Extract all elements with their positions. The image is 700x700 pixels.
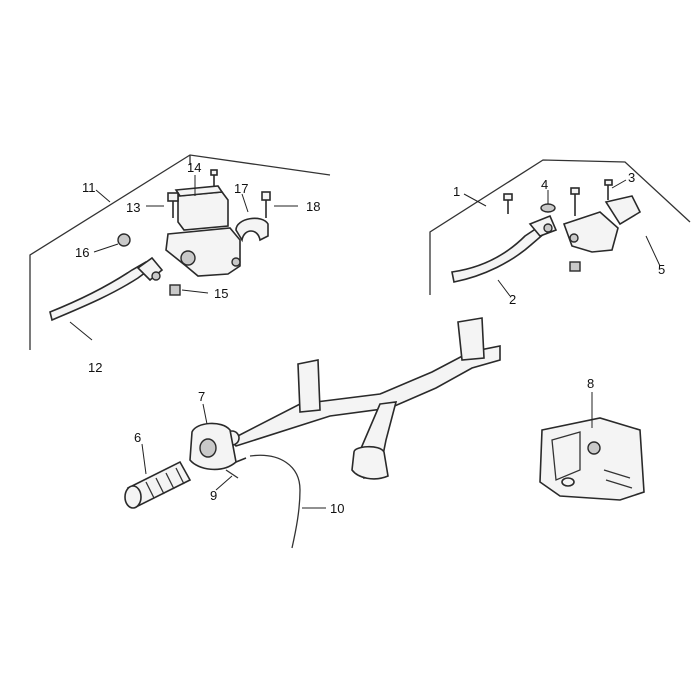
- grip-part: [124, 460, 192, 509]
- callout-6: 6: [134, 430, 141, 445]
- washer-4-part: [540, 203, 556, 213]
- nut-15-part: [169, 284, 181, 296]
- callout-16: 16: [75, 245, 89, 260]
- throttle-cable-part: [225, 454, 301, 549]
- switch-housing-part: [539, 417, 645, 501]
- nut-16-part: [117, 233, 131, 247]
- callout-14: 14: [187, 160, 201, 175]
- clamp-17-part: [235, 217, 269, 243]
- callout-13: 13: [126, 200, 140, 215]
- callout-labels: 11 12 13 14 15 16 17 18 1 2 3 4 5 6 7 8 …: [75, 160, 665, 516]
- master-cylinder-part: [165, 185, 241, 277]
- throttle-housing-part: [189, 422, 237, 471]
- callout-17: 17: [234, 181, 248, 196]
- callout-3: 3: [628, 170, 635, 185]
- bolt-18-part: [261, 191, 271, 218]
- callout-1: 1: [453, 184, 460, 199]
- right-lever-pin-part: [503, 193, 513, 214]
- callout-5: 5: [658, 262, 665, 277]
- leader-lines: [69, 175, 661, 509]
- screw-3-part: [604, 179, 613, 200]
- callout-11: 11: [82, 180, 96, 195]
- callout-15: 15: [214, 286, 228, 301]
- callout-18: 18: [306, 199, 320, 214]
- callout-8: 8: [587, 376, 594, 391]
- left-lever-part: [49, 256, 164, 322]
- bolt-13-part: [167, 192, 179, 218]
- callout-4: 4: [541, 177, 548, 192]
- left-group-frame: [29, 154, 331, 350]
- bolt-4-part: [570, 187, 580, 216]
- callout-12: 12: [88, 360, 102, 375]
- right-nut-part: [569, 261, 581, 272]
- callout-9: 9: [210, 488, 217, 503]
- bracket-5-part: [562, 195, 642, 253]
- callout-2: 2: [509, 292, 516, 307]
- right-group-frame: [429, 159, 691, 295]
- right-lever-part: [451, 214, 558, 283]
- callout-7: 7: [198, 389, 205, 404]
- reservoir-screw-part: [210, 169, 218, 186]
- handlebar-part: [224, 317, 501, 480]
- callout-10: 10: [330, 501, 344, 516]
